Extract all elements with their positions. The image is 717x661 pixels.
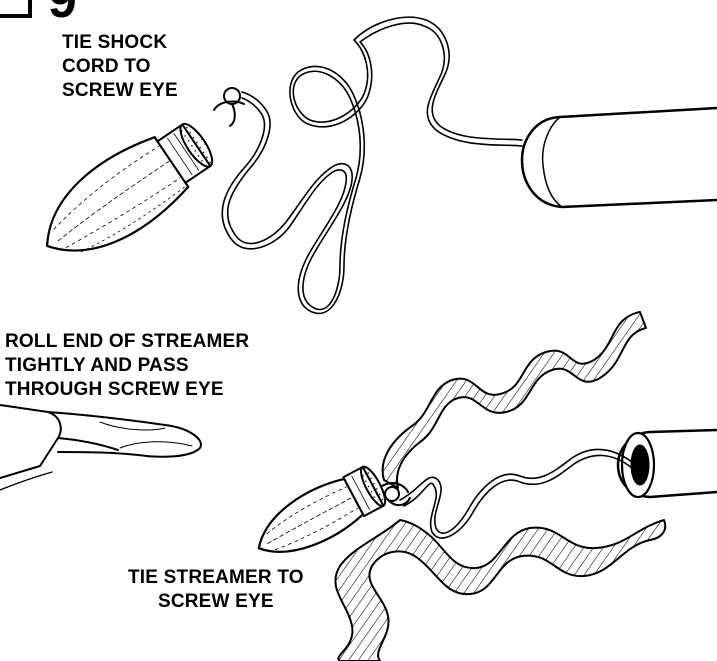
label-tie-streamer: TIE STREAMER TO SCREW EYE [128,566,304,614]
label-line: ROLL END OF STREAMER [5,330,249,354]
streamer-lower [335,520,665,661]
label-line: TIGHTLY AND PASS [5,354,249,378]
label-line: CORD TO [62,55,178,79]
label-tie-shock-cord: TIE SHOCK CORD TO SCREW EYE [62,31,178,103]
streamer-upper [383,312,646,488]
label-line: TIE STREAMER TO [128,566,304,590]
label-roll-streamer: ROLL END OF STREAMER TIGHTLY AND PASS TH… [5,330,249,402]
shock-cord-top [222,17,522,313]
nose-cone-top [26,109,225,277]
rolled-streamer-hand [0,405,201,490]
body-tube-top [522,108,717,207]
bottom-assembly [247,312,717,661]
body-tube-bottom [618,430,717,497]
shock-cord-bottom [400,449,632,538]
screw-eye-top [214,88,244,126]
label-line: SCREW EYE [128,590,304,614]
label-line: TIE SHOCK [62,31,178,55]
label-line: SCREW EYE [62,79,178,103]
label-line: THROUGH SCREW EYE [5,378,249,402]
